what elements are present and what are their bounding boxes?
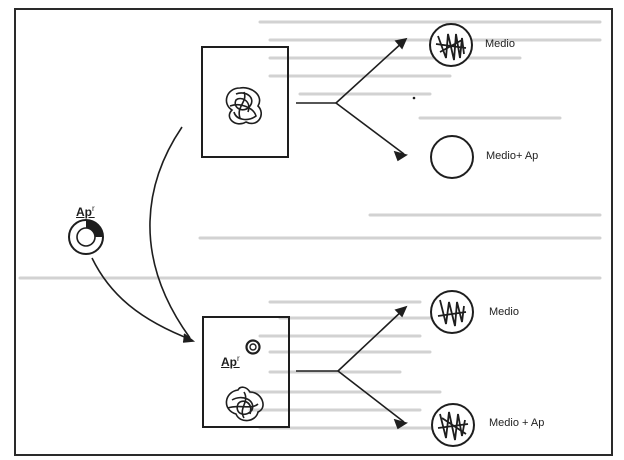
bottom-cell-label: Apr <box>221 354 240 369</box>
bottom-chromosome-icon <box>225 386 264 422</box>
plate-top-medio-ap <box>430 135 474 179</box>
plate-bottom-medio <box>430 290 474 334</box>
bottom-cell-box <box>202 316 290 428</box>
plasmid-label: Apr <box>76 204 95 219</box>
bottom-plasmid-icon <box>245 339 261 355</box>
plate-top-medio-ap-label: Medio+ Ap <box>486 150 539 162</box>
plasmid-label-text: Ap <box>76 205 92 219</box>
bleed-through-text <box>18 20 602 430</box>
top-branch-arrows <box>296 37 408 162</box>
plasmid-label-superscript: r <box>92 204 95 213</box>
figure-border <box>14 8 613 456</box>
transformation-arrows <box>91 126 196 343</box>
plate-bottom-medio-ap <box>431 403 475 447</box>
top-chromosome-icon <box>225 86 262 125</box>
speck <box>412 96 416 100</box>
bottom-cell-label-text: Ap <box>221 355 237 369</box>
plate-top-medio <box>429 23 473 67</box>
bottom-cell-label-superscript: r <box>237 354 240 363</box>
plate-bottom-medio-label: Medio <box>489 306 519 318</box>
free-plasmid-icon <box>68 219 104 255</box>
bottom-branch-arrows <box>296 305 408 430</box>
plate-bottom-medio-ap-label: Medio + Ap <box>489 417 545 429</box>
plate-top-medio-label: Medio <box>485 38 515 50</box>
top-cell-box <box>201 46 289 158</box>
